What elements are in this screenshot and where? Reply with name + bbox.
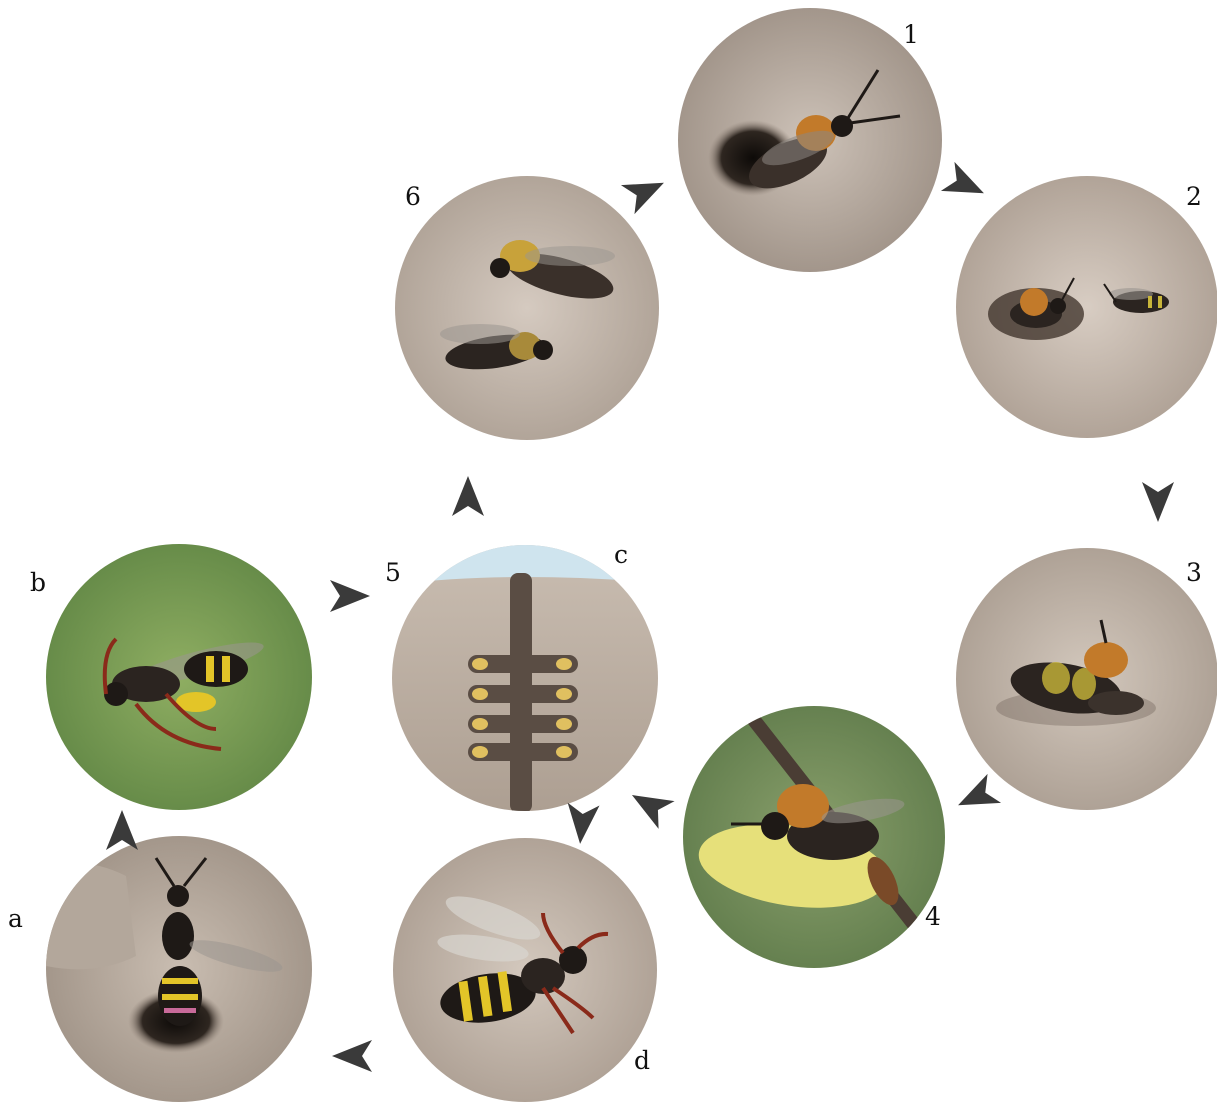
stage-4-foraging-circle [683, 706, 945, 968]
stage-4-label: 4 [925, 904, 941, 929]
arrowhead-icon-d-to-a [328, 1030, 380, 1082]
parasite-a-label: a [8, 906, 23, 931]
cuckoo-wasp-illustration [393, 838, 657, 1102]
parasite-b-label: b [30, 570, 46, 595]
arrowhead-icon-4-to-5 [625, 780, 677, 832]
parasite-d-adult-circle [393, 838, 657, 1102]
wasp-at-burrow-illustration [46, 836, 312, 1102]
arrowhead-icon-3-to-4 [952, 770, 1004, 822]
arrowhead-icon-5-to-6 [442, 472, 494, 524]
bee-on-catkin-illustration [683, 706, 945, 968]
arrowhead-icon-a-to-b [96, 806, 148, 858]
parasite-b-mating-circle [46, 544, 312, 810]
arrowhead-icon-c-to-d [556, 796, 608, 848]
stage-5-label: 5 [385, 560, 401, 585]
stage-2-label: 2 [1186, 184, 1202, 209]
stage-1-label: 1 [903, 22, 919, 47]
arrowhead-icon-1-to-2 [938, 158, 990, 210]
arrowhead-icon-b-to-5 [322, 570, 374, 622]
parasite-d-label: d [634, 1048, 650, 1073]
bees-at-burrow-illustration [956, 176, 1217, 438]
stage-2-meeting-circle [956, 176, 1217, 438]
mating-wasps-illustration [46, 544, 312, 810]
parasite-a-burrow-circle [46, 836, 312, 1102]
arrowhead-icon-6-to-1 [618, 166, 670, 218]
stage-3-label: 3 [1186, 560, 1202, 585]
parasite-c-label: c [614, 542, 628, 567]
arrowhead-icon-2-to-3 [1132, 474, 1184, 526]
stage-6-label: 6 [405, 184, 421, 209]
stage-5-nest-circle [392, 545, 658, 811]
nest-burrow-icon [392, 545, 658, 811]
